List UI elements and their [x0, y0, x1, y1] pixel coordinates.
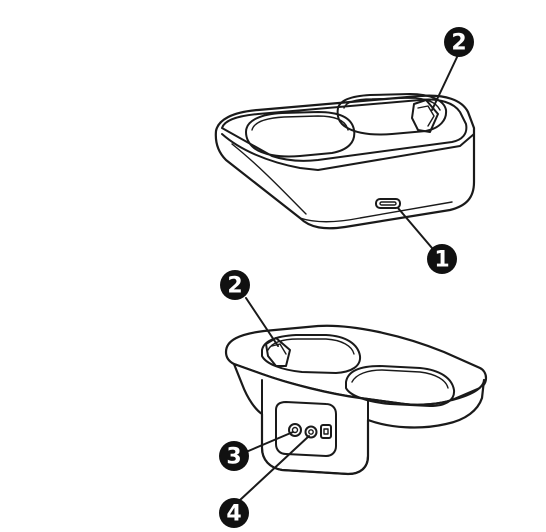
usb-c-port-inner [379, 201, 397, 206]
charging-pin-rear-detail [271, 343, 287, 355]
callout-badge-top-pin-circle [444, 27, 474, 57]
rear-jack-right [320, 424, 332, 439]
rear-left-earbud-cavity-inner [267, 338, 355, 355]
rear-jack-right-inner [323, 428, 329, 435]
dock-front-curve [231, 143, 307, 215]
callout-badge-left-jack: 3 [219, 441, 249, 471]
rear-right-earbud-cavity-inner [351, 369, 449, 389]
callout-badge-right-jack-circle [219, 498, 249, 528]
dock-front-bottom-curve [299, 201, 453, 223]
callout-badge-right-jack: 4 [219, 498, 249, 528]
usb-c-port [375, 198, 401, 209]
rear-jack-middle [304, 425, 318, 439]
rear-jack-left-inner [291, 426, 299, 434]
leader-right-jack [239, 435, 310, 501]
charging-dock-front-view: 2 1 [214, 27, 476, 274]
rear-left-earbud-cavity [261, 334, 362, 374]
rear-jack-left [288, 423, 302, 437]
callout-badge-usb-port: 1 [427, 244, 457, 274]
charging-dock-rear-view: 2 3 4 [219, 270, 488, 528]
leader-top-pin [431, 54, 459, 111]
dock-front-face-edge [221, 133, 475, 171]
right-earbud-cavity [336, 93, 448, 136]
rear-jack-middle-inner [308, 429, 314, 435]
rear-recess-outline [261, 379, 369, 475]
leader-rear-pin [245, 297, 279, 347]
callout-right-jack-label: 4 [226, 502, 241, 527]
callout-badge-usb-port-circle [427, 244, 457, 274]
callout-top-pin-label: 2 [451, 31, 466, 56]
callout-badge-top-pin: 2 [444, 27, 474, 57]
callout-badge-rear-pin-circle [220, 270, 250, 300]
callout-left-jack-label: 3 [226, 445, 241, 470]
callout-badge-rear-pin: 2 [220, 270, 250, 300]
callout-usb-port-label: 1 [434, 248, 449, 273]
dock-front-body [214, 94, 476, 230]
charging-pin-front-detail [417, 105, 435, 127]
callout-badge-left-jack-circle [219, 441, 249, 471]
leader-usb-port [397, 207, 433, 249]
charging-pin-rear [265, 337, 291, 367]
rear-jack-panel [275, 401, 337, 457]
dock-front-rim [221, 98, 468, 162]
rear-right-earbud-cavity [345, 365, 456, 407]
left-earbud-cavity-inner [251, 115, 349, 131]
leader-left-jack [245, 431, 294, 453]
callout-rear-pin-label: 2 [227, 274, 242, 299]
charging-pin-front [411, 99, 439, 133]
left-earbud-cavity [245, 111, 356, 158]
